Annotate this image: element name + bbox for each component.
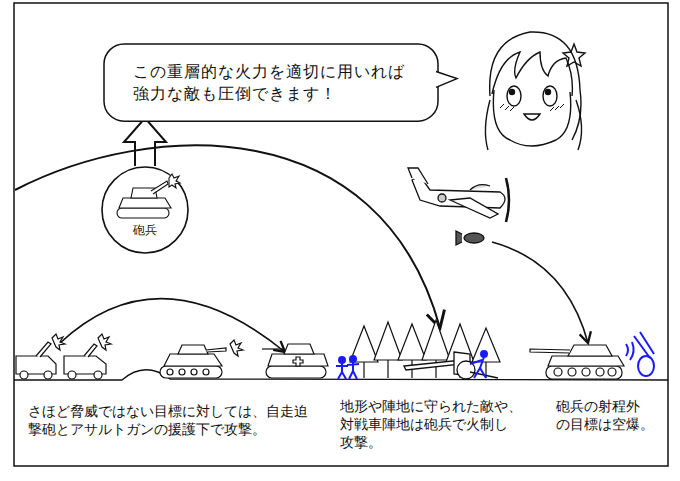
heavy-tank <box>530 349 570 353</box>
heavy-tank <box>568 368 576 376</box>
assault-gun <box>206 348 226 352</box>
self-propelled-gun <box>151 181 168 194</box>
bubble-tail <box>436 72 457 88</box>
bomb-impact <box>626 342 634 360</box>
enemy-tank <box>262 344 328 378</box>
bubble-outline <box>104 44 438 121</box>
aircraft <box>456 231 462 245</box>
girl-head <box>492 52 572 96</box>
assault-gun <box>167 369 173 375</box>
speech-bubble: この重層的な火力を適切に用いれば 強力な敵も圧倒できます！ <box>103 43 439 122</box>
aircraft <box>408 168 428 184</box>
bomb-impact <box>638 356 654 376</box>
caption-text: 地形や陣地に守られた敵や、 対戦車陣地は砲兵で火制し 攻撃。 <box>340 397 526 452</box>
enemy-tank <box>268 354 328 366</box>
trees <box>374 322 402 360</box>
heavy-tank <box>546 366 622 379</box>
heavy-tank <box>530 345 624 379</box>
bomb-impact <box>626 332 654 376</box>
girl-head <box>543 86 557 106</box>
girl-head <box>493 90 570 146</box>
caption-text: 砲兵の射程外 の目標は空爆。 <box>556 397 656 433</box>
girl-head <box>524 114 540 120</box>
girl-head <box>546 90 551 95</box>
aircraft <box>470 185 490 190</box>
mortar-halftrack <box>98 334 111 350</box>
enemy-infantry <box>336 363 348 379</box>
self-propelled-gun <box>117 208 169 218</box>
artillery-arc <box>15 145 440 328</box>
circle-outline <box>102 167 188 253</box>
enemy-infantry <box>347 362 359 379</box>
heavy-tank <box>596 368 604 376</box>
enemy-tank <box>262 348 284 349</box>
trees <box>398 324 426 360</box>
self-propelled-gun <box>117 174 180 218</box>
girl-head <box>507 86 521 106</box>
assault-gun <box>160 340 243 378</box>
anti-tank-gun <box>404 360 462 370</box>
enemy-tank <box>266 366 326 378</box>
heavy-tank <box>554 368 562 376</box>
heavy-tank <box>582 368 590 376</box>
artillery-circle-outline <box>101 166 189 254</box>
girl-head <box>576 100 582 150</box>
trees <box>422 320 450 360</box>
assault-gun <box>179 369 185 375</box>
assault-gun <box>178 345 208 354</box>
artillery-circle: 砲兵 <box>101 166 189 254</box>
anti-tank-gun <box>404 352 498 379</box>
trees <box>364 360 486 378</box>
panel-frame <box>14 3 668 466</box>
mortar-halftrack <box>16 334 65 379</box>
assault-gun <box>203 369 209 375</box>
girl-head <box>510 90 515 95</box>
node-text: 砲兵 <box>133 222 157 238</box>
heavy-tank <box>608 368 616 376</box>
girl-head <box>485 100 490 150</box>
muzzle-flash <box>169 174 180 188</box>
enemy-infantry <box>339 357 345 363</box>
assault-gun <box>164 354 222 366</box>
girl-head <box>485 32 585 150</box>
mortar-halftrack <box>20 371 28 379</box>
mortar-halftrack <box>52 334 65 350</box>
bomb-impact <box>634 332 654 358</box>
mortar-halftrack <box>36 342 51 357</box>
aircraft <box>464 233 484 243</box>
trees <box>350 326 378 362</box>
girl-head <box>490 32 581 140</box>
aircraft <box>506 178 509 222</box>
speech-bubble-outline <box>103 43 439 122</box>
mortar-halftrack <box>68 371 76 379</box>
self-propelled-gun <box>119 198 171 208</box>
assault-gun <box>160 366 222 378</box>
mortar-halftrack <box>94 371 102 379</box>
enemy-infantry <box>470 357 486 378</box>
mortar-halftrack <box>64 334 111 379</box>
assault-gun <box>191 369 197 375</box>
mortar-halftrack <box>44 371 52 379</box>
aircraft <box>450 198 498 218</box>
caption-text: さほど脅威ではない目標に対しては、自走迫 撃砲とアサルトガンの援護下で攻撃。 <box>28 402 318 438</box>
enemy-tank <box>284 344 314 354</box>
enemy-infantry <box>481 351 487 357</box>
mortar-halftrack <box>84 344 97 357</box>
heavy-tank <box>548 356 624 366</box>
up-arrow <box>124 118 166 166</box>
enemy-infantry <box>350 356 356 362</box>
trees <box>350 320 500 378</box>
bomb-arc <box>492 242 588 343</box>
heavy-tank <box>568 345 612 356</box>
assault-gun <box>230 340 243 356</box>
aircraft <box>438 194 446 202</box>
enemy-tank <box>293 357 303 366</box>
trees <box>472 328 500 362</box>
aircraft <box>408 168 509 245</box>
girl-head <box>500 104 564 111</box>
node-text: この重層的な火力を適切に用いれば 強力な敵も圧倒できます！ <box>103 61 409 104</box>
girl-head <box>563 44 585 66</box>
enemy-infantry <box>336 351 487 379</box>
